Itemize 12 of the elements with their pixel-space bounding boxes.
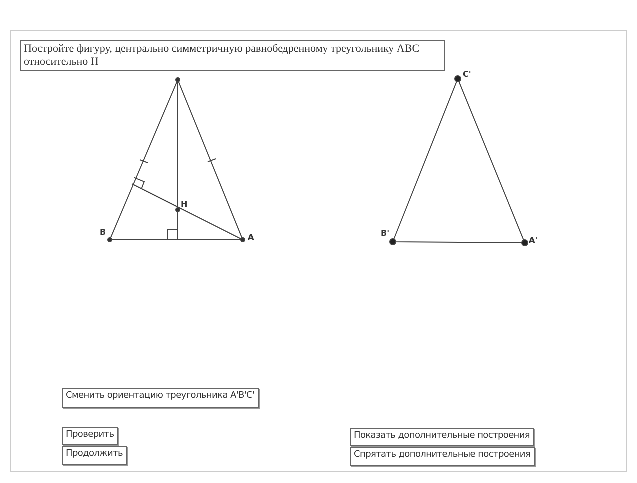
point-label: B bbox=[100, 228, 106, 237]
instruction-text: Постройте фигуру, центрально симметричную равнобедренному треугольнику ABC относительно H bbox=[20, 40, 445, 72]
point-label: C' bbox=[463, 70, 472, 79]
point-label: A bbox=[248, 233, 254, 242]
action-button: Спрятать дополнительные построения bbox=[350, 447, 535, 466]
action-button: Продолжить bbox=[62, 446, 127, 465]
action-button: Показать дополнительные построения bbox=[350, 428, 534, 446]
action-button: Проверить bbox=[62, 427, 118, 445]
point-label: H bbox=[181, 200, 188, 209]
point-label: B' bbox=[381, 229, 390, 238]
point-label: A' bbox=[529, 236, 538, 245]
action-button: Сменить ориентацию треугольника A'B'C' bbox=[62, 388, 259, 408]
